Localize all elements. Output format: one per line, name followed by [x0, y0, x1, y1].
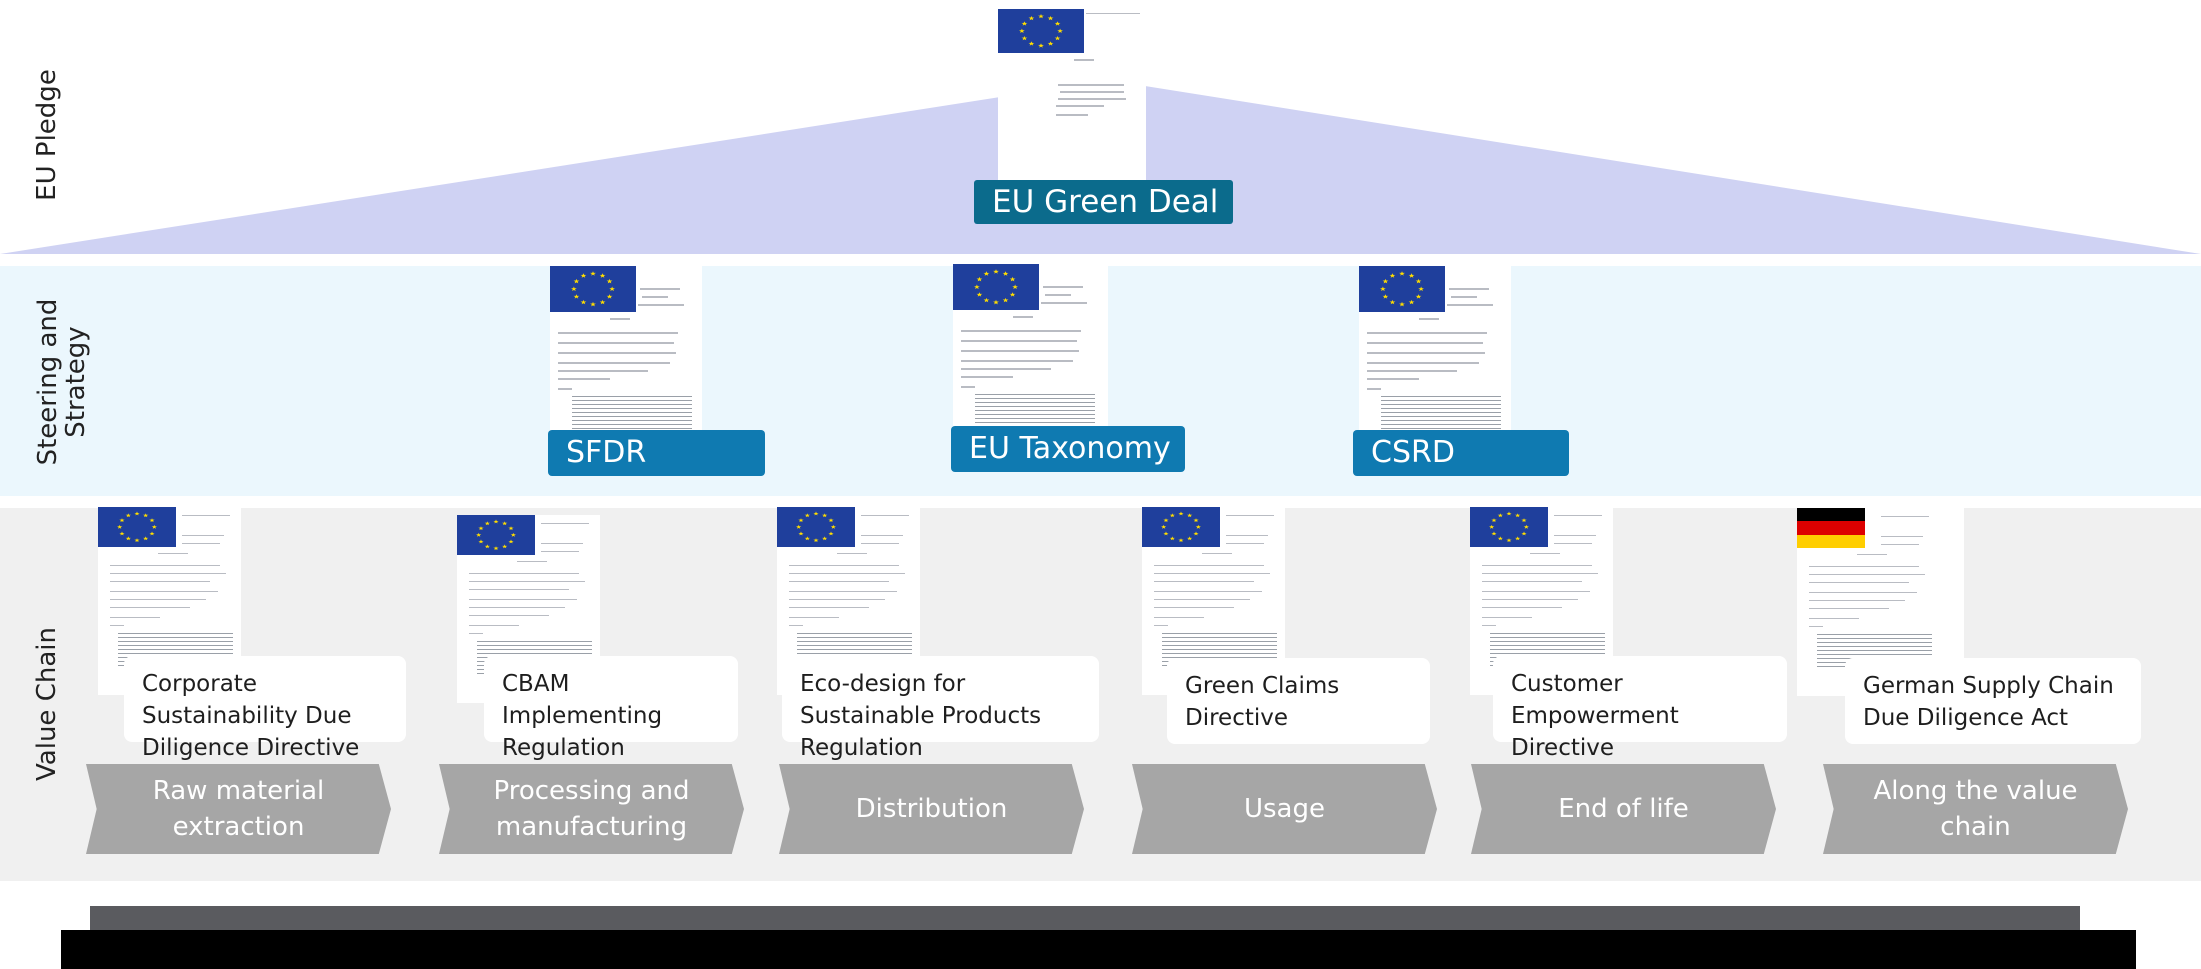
regulation-card-csddd: Corporate Sustainability Due Diligence D… [124, 656, 406, 761]
stage-chevron-end-of-life: End of life [1471, 764, 1776, 854]
stage-chevron-processing: Processing and manufacturing [439, 764, 744, 854]
eu-taxonomy-document-thumbnail [953, 264, 1108, 430]
stage-label: Raw material extraction [152, 776, 325, 842]
eu-flag-icon [550, 266, 636, 312]
stage-label: Distribution [855, 794, 1008, 824]
row-label-steering: Steering and Strategy [33, 298, 91, 466]
stage-label: Usage [1243, 794, 1325, 824]
de-flag-icon [1797, 508, 1865, 548]
row-label-pledge: EU Pledge [32, 69, 62, 201]
stage-chevron-distribution: Distribution [779, 764, 1084, 854]
footer-bar [90, 906, 2080, 932]
stage-label: End of life [1558, 794, 1689, 824]
regulation-card-cbam: CBAM Implementing Regulation [484, 656, 738, 761]
csrd-document-thumbnail [1359, 266, 1511, 432]
regulation-card-german-supply-chain: German Supply Chain Due Diligence Act [1845, 658, 2141, 744]
eu-flag-icon [1142, 507, 1220, 547]
eu-flag-icon [998, 9, 1084, 53]
green-deal-document-thumbnail [998, 9, 1146, 181]
regulation-card-ecodesign: Eco-design for Sustainable Products Regu… [782, 656, 1099, 761]
eu-flag-icon [98, 507, 176, 547]
eu-flag-icon [1359, 266, 1445, 312]
sfdr-document-thumbnail [550, 266, 702, 432]
eu-green-deal-label: EU Green Deal [974, 180, 1233, 224]
eu-flag-icon [1470, 507, 1548, 547]
footer-base [61, 930, 2136, 969]
eu-flag-icon [953, 264, 1039, 310]
regulation-card-customer-empowerment: Customer Empowerment Directive [1493, 656, 1787, 761]
sfdr-label: SFDR [548, 430, 765, 476]
stage-label: Processing and manufacturing [493, 776, 690, 842]
stage-chevron-along-value-chain: Along the value chain [1823, 764, 2128, 854]
stage-chevron-raw-material: Raw material extraction [86, 764, 391, 854]
stage-chevron-usage: Usage [1132, 764, 1437, 854]
eu-flag-icon [457, 515, 535, 555]
regulation-card-green-claims: Green Claims Directive [1167, 658, 1430, 744]
eu-taxonomy-label: EU Taxonomy [951, 426, 1185, 472]
row-label-value-chain: Value Chain [32, 627, 62, 781]
csrd-label: CSRD [1353, 430, 1569, 476]
eu-flag-icon [777, 507, 855, 547]
stage-label: Along the value chain [1873, 776, 2078, 842]
